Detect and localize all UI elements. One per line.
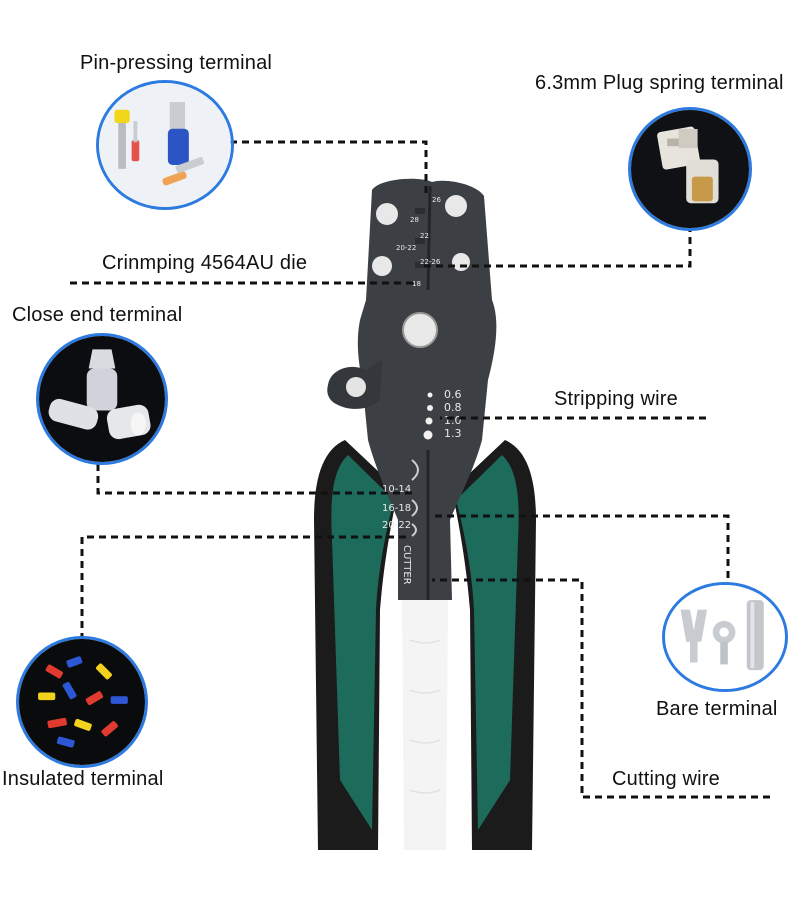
insulated-connectors-icon bbox=[19, 639, 145, 765]
pin-pressing-terminal-image bbox=[96, 80, 234, 210]
right-handle-green bbox=[456, 455, 519, 830]
gauge-26: 26 bbox=[432, 196, 441, 204]
gauge-28: 28 bbox=[410, 216, 419, 224]
awg-20-22: 20-22 bbox=[382, 520, 411, 531]
strip-size-0-8: 0.8 bbox=[444, 401, 462, 414]
strip-size-1-3: 1.3 bbox=[444, 427, 462, 440]
strip-size-0-6: 0.6 bbox=[444, 388, 462, 401]
insulated-terminal-image bbox=[16, 636, 148, 768]
awg-10-14: 10-14 bbox=[382, 484, 411, 495]
label-crimping-die: Crinmping 4564AU die bbox=[102, 252, 308, 274]
spade-connector-icon bbox=[631, 110, 749, 228]
label-pin-pressing-terminal: Pin-pressing terminal bbox=[80, 52, 273, 74]
label-stripping-wire: Stripping wire bbox=[554, 388, 678, 410]
label-close-end-terminal: Close end terminal bbox=[12, 304, 183, 326]
gauge-20-22: 20-22 bbox=[396, 244, 416, 252]
gauge-22-26: 22-26 bbox=[420, 258, 441, 266]
label-plug-spring-terminal: 6.3mm Plug spring terminal bbox=[535, 72, 784, 94]
plug-spring-terminal-image bbox=[628, 107, 752, 231]
closed-end-cap-icon bbox=[39, 336, 165, 462]
bare-terminal-image bbox=[662, 582, 788, 692]
label-bare-terminal: Bare terminal bbox=[656, 698, 778, 720]
close-end-terminal-image bbox=[36, 333, 168, 465]
gauge-22: 22 bbox=[420, 232, 429, 240]
awg-16-18: 16-18 bbox=[382, 503, 411, 514]
strip-size-1-0: 1.0 bbox=[444, 414, 462, 427]
bare-terminals-icon bbox=[665, 585, 785, 689]
gauge-18: 18 bbox=[412, 280, 421, 288]
label-cutting-wire: Cutting wire bbox=[612, 768, 720, 790]
label-insulated-terminal: Insulated terminal bbox=[2, 768, 164, 790]
cutter-text: CUTTER bbox=[401, 545, 412, 585]
handle-gap bbox=[402, 600, 448, 850]
ferrule-icon bbox=[99, 83, 231, 207]
